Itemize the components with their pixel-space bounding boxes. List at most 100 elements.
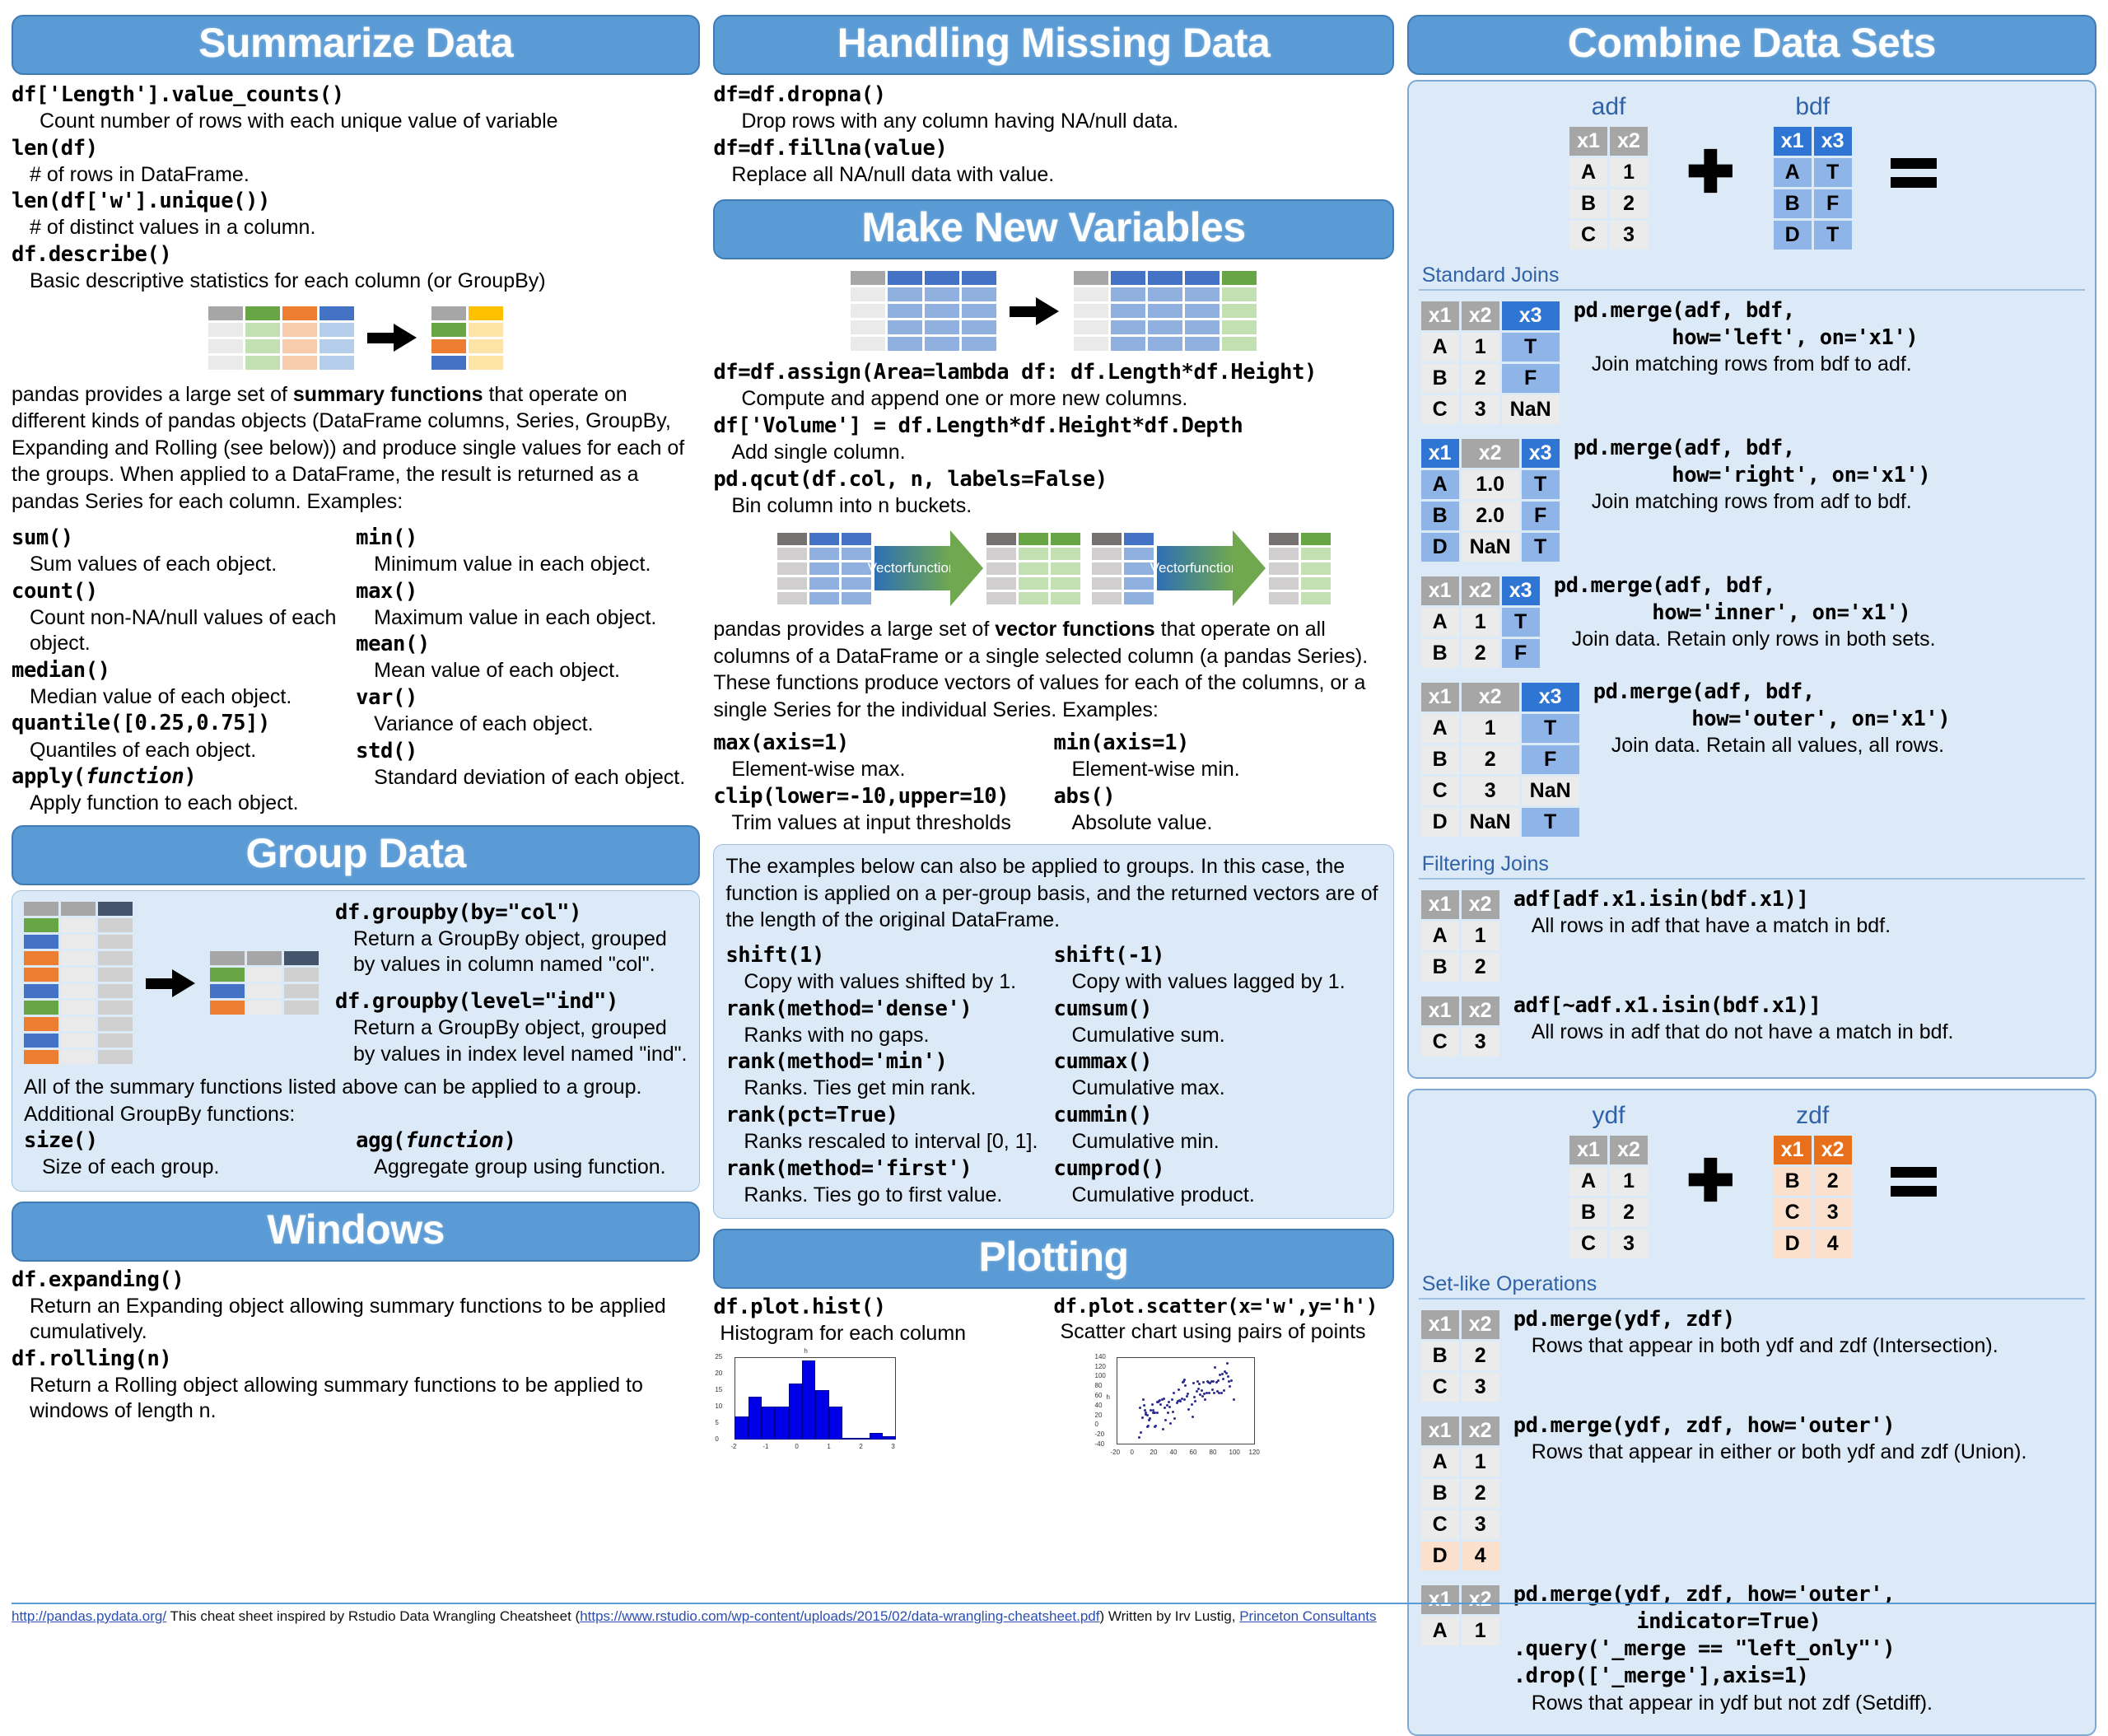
footer-link-pandas[interactable]: http://pandas.pydata.org/ xyxy=(12,1608,167,1624)
scatter-point xyxy=(1204,1398,1207,1401)
join-text: pd.merge(adf, bdf, how='right', on='x1')… xyxy=(1574,435,2085,516)
section-header-group-data: Group Data xyxy=(12,824,701,885)
table-cell: NaN xyxy=(1461,808,1519,837)
desc-line: Return an Expanding object allowing summ… xyxy=(30,1294,666,1344)
table-cell: D xyxy=(1773,221,1812,250)
missing-entries: df=df.dropna() Drop rows with any column… xyxy=(713,82,1393,188)
table-cell: 3 xyxy=(1610,221,1649,250)
vector-arrow-label-2: function xyxy=(1189,560,1239,576)
scatter-point xyxy=(1175,1402,1178,1404)
code-line: cumprod() xyxy=(1053,1155,1165,1181)
join-text: pd.merge(ydf, zdf, how='outer', indicato… xyxy=(1513,1581,2085,1716)
vecfn-out-1 xyxy=(986,532,1080,604)
code-line: max(axis=1) xyxy=(713,730,849,756)
scatter-point xyxy=(1215,1380,1218,1384)
chart-title: h xyxy=(804,1346,808,1355)
right-arrow-icon xyxy=(367,324,418,352)
scatter-point xyxy=(1185,1395,1188,1398)
desc-line: Copy with values lagged by 1. xyxy=(1071,970,1345,994)
desc-line: Ranks rescaled to interval [0, 1]. xyxy=(744,1130,1038,1154)
scatter-point xyxy=(1220,1372,1224,1375)
section-header-combine-data-sets: Combine Data Sets xyxy=(1406,15,2097,75)
newvars-entries: df=df.assign(Area=lambda df: df.Length*d… xyxy=(713,359,1393,519)
table-cell: F xyxy=(1501,639,1540,668)
scatter-point xyxy=(1166,1412,1169,1415)
histogram-bar xyxy=(828,1406,842,1440)
table-cell: B xyxy=(1569,189,1608,218)
summarize-paragraph: pandas provides a large set of summary f… xyxy=(12,381,700,516)
scatter-point xyxy=(1179,1400,1182,1403)
groupby-output-grid xyxy=(210,951,319,1015)
summary-functions: sum() Sum values of each object. count()… xyxy=(12,525,700,817)
scatter-point xyxy=(1210,1388,1214,1392)
table-header-cell: x1 xyxy=(1420,576,1459,605)
scatter-point xyxy=(1206,1380,1210,1384)
desc-line: Cumulative sum. xyxy=(1071,1023,1225,1047)
standard-joins-label: Standard Joins xyxy=(1418,259,2086,291)
paragraph-bold: vector functions xyxy=(995,618,1155,642)
footer-text-1: This cheat sheet inspired by Rstudio Dat… xyxy=(170,1608,581,1624)
desc-line: Basic descriptive statistics for each co… xyxy=(30,269,546,293)
section-header-make-new-variables: Make New Variables xyxy=(713,199,1394,260)
scatter-point xyxy=(1137,1436,1140,1440)
scatter-point xyxy=(1205,1392,1208,1395)
code-line: pd.merge(ydf, zdf, how='outer') xyxy=(1513,1413,1896,1438)
scatter-point xyxy=(1164,1419,1168,1422)
code-line: df.describe() xyxy=(12,241,172,267)
describe-diagram xyxy=(12,306,700,370)
scatter-point xyxy=(1228,1380,1231,1384)
table-cell: B xyxy=(1420,953,1459,982)
code-line-agg: agg(function) xyxy=(356,1127,688,1155)
y-tick-label: 25 xyxy=(715,1352,723,1360)
join-text: pd.merge(adf, bdf, how='outer', on='x1')… xyxy=(1593,679,2085,759)
code-head: apply( xyxy=(12,764,86,790)
desc-line: # of rows in DataFrame. xyxy=(30,162,250,186)
code-line: how='inner', on='x1') xyxy=(1553,600,1911,626)
scatter-point xyxy=(1170,1398,1173,1401)
x-tick-label: -1 xyxy=(763,1442,769,1450)
section-header-summarize-data: Summarize Data xyxy=(12,15,701,75)
code-line: df=df.dropna() xyxy=(713,82,886,107)
footer-link-rstudio[interactable]: https://www.rstudio.com/wp-content/uploa… xyxy=(580,1608,1100,1624)
code-line: sum() xyxy=(12,525,73,551)
table-cell: D xyxy=(1420,533,1459,562)
table-cell: 3 xyxy=(1610,1230,1649,1258)
paragraph-post: that operate on all columns of a DataFra… xyxy=(713,618,1369,721)
histogram-bar xyxy=(748,1396,762,1440)
code-line: df=df.fillna(value) xyxy=(713,135,948,161)
x-tick-label: 0 xyxy=(795,1442,799,1450)
code-line: df.groupby(level="ind") xyxy=(335,988,618,1014)
code-line: pd.merge(ydf, zdf) xyxy=(1513,1307,1736,1332)
scatter-point xyxy=(1151,1409,1154,1412)
table-cell: B xyxy=(1569,1198,1608,1227)
scatter-point xyxy=(1210,1379,1213,1383)
table-cell: 4 xyxy=(1813,1230,1852,1258)
y-tick-label: 20 xyxy=(1094,1411,1103,1419)
footer-link-princeton[interactable]: Princeton Consultants xyxy=(1239,1608,1377,1624)
scatter-point xyxy=(1190,1402,1193,1406)
table-header-cell: x2 xyxy=(1461,996,1499,1025)
scatter-point xyxy=(1187,1408,1190,1412)
table-header-cell: x2 xyxy=(1461,683,1519,712)
table-header-cell: x3 xyxy=(1501,576,1540,605)
code-line: mean() xyxy=(356,632,430,657)
table-cell: A xyxy=(1569,1167,1608,1196)
table-cell: C xyxy=(1569,221,1608,250)
summarize-entries: df['Length'].value_counts() Count number… xyxy=(12,82,700,295)
join-text: pd.merge(ydf, zdf, how='outer') Rows tha… xyxy=(1513,1412,2085,1466)
group-vector-functions-panel: The examples below can also be applied t… xyxy=(713,844,1394,1220)
scatter-point xyxy=(1172,1392,1175,1395)
scatter-point xyxy=(1209,1382,1212,1385)
